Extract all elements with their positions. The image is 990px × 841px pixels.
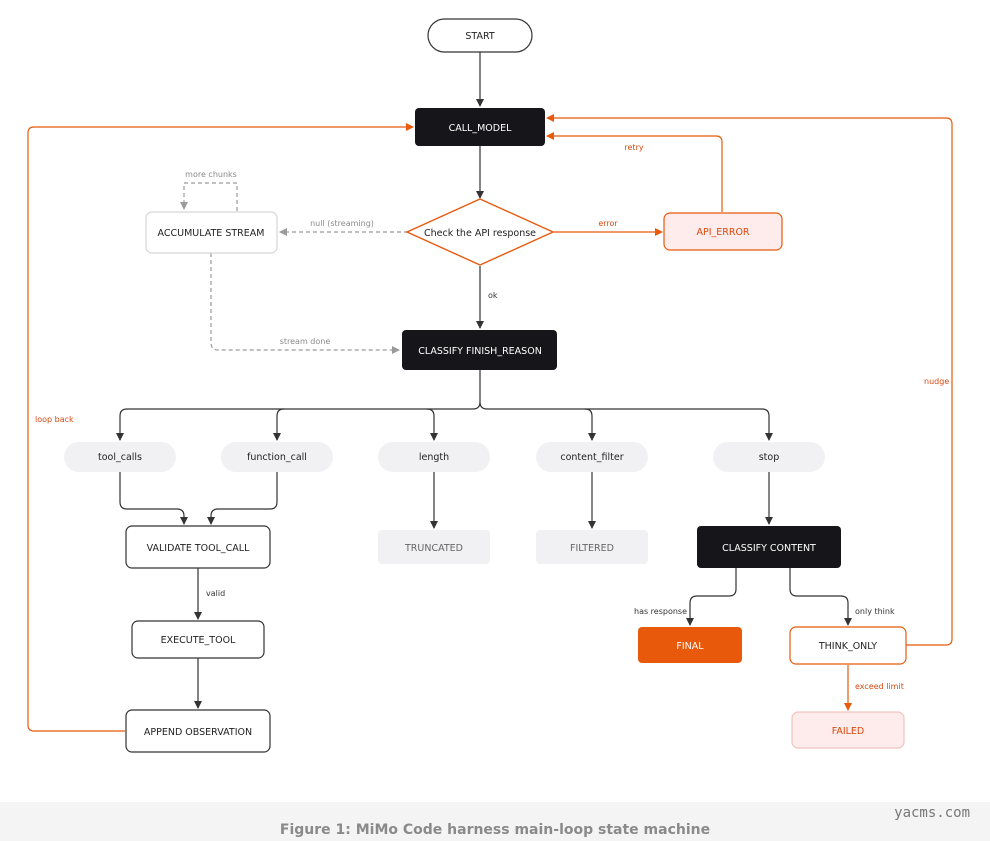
edge-nudge [546, 114, 953, 646]
node-check-api-diamond: Check the API response [405, 198, 555, 266]
edge-more-chunks-loop [180, 182, 238, 211]
label-null-streaming: null (streaming) [310, 219, 374, 228]
node-execute-tool: EXECUTE_TOOL [131, 620, 265, 659]
node-stop: stop [713, 442, 825, 472]
edge-function-call-validate [207, 472, 278, 525]
node-api-error-label: API_ERROR [696, 227, 749, 238]
edge-fan-content-filter [584, 408, 596, 441]
node-filtered-label: FILTERED [570, 543, 614, 554]
node-function-call-label: function_call [247, 452, 307, 463]
edge-has-response [686, 568, 737, 626]
node-function-call: function_call [221, 442, 333, 472]
node-final: FINAL [638, 627, 742, 663]
node-failed-label: FAILED [832, 726, 865, 737]
label-retry: retry [624, 143, 643, 152]
edge-fan-length [426, 408, 438, 441]
edge-tool-calls-validate [119, 472, 188, 525]
node-validate-tool-call: VALIDATE TOOL_CALL [125, 525, 271, 569]
label-only-think: only think [855, 607, 895, 616]
node-append-label: APPEND OBSERVATION [144, 727, 252, 738]
edge-fan-right [479, 401, 773, 441]
node-call-model-label: CALL_MODEL [449, 123, 512, 134]
edge-stream-done [210, 253, 400, 354]
watermark: yacms.com [894, 805, 970, 821]
nodes: START CALL_MODEL Check the API response … [64, 18, 907, 753]
node-start: START [427, 18, 533, 53]
label-error: error [598, 219, 618, 228]
edge-loop-back [27, 123, 414, 732]
label-valid: valid [206, 589, 225, 598]
node-final-label: FINAL [676, 641, 704, 652]
node-api-error: API_ERROR [663, 212, 783, 251]
node-classify-content-label: CLASSIFY CONTENT [722, 543, 816, 554]
node-check-api-label: Check the API response [424, 228, 536, 239]
edge-retry [546, 132, 723, 212]
edge-labels: more chunks null (streaming) error retry… [35, 143, 949, 691]
node-length: length [378, 442, 490, 472]
node-truncated: TRUNCATED [378, 530, 490, 564]
node-think-only: THINK_ONLY [789, 626, 907, 665]
label-more-chunks: more chunks [185, 170, 237, 179]
node-classify-finish-label: CLASSIFY FINISH_REASON [418, 346, 542, 357]
node-truncated-label: TRUNCATED [404, 543, 463, 554]
edge-fan-function-call [273, 408, 285, 441]
caption-bar [0, 802, 990, 841]
node-length-label: length [419, 452, 449, 463]
node-think-only-label: THINK_ONLY [818, 641, 877, 652]
label-loop-back: loop back [35, 415, 74, 424]
node-tool-calls: tool_calls [64, 442, 176, 472]
label-ok: ok [488, 291, 498, 300]
node-failed: FAILED [791, 711, 905, 749]
node-accumulate-stream: ACCUMULATE STREAM [145, 211, 278, 254]
label-nudge: nudge [924, 377, 949, 386]
label-stream-done: stream done [280, 337, 331, 346]
node-content-filter-label: content_filter [560, 452, 623, 463]
edge-fan-trunk [116, 370, 481, 441]
node-content-filter: content_filter [536, 442, 648, 472]
node-classify-content: CLASSIFY CONTENT [697, 526, 841, 568]
node-append-observation: APPEND OBSERVATION [125, 709, 271, 753]
node-start-label: START [465, 31, 495, 42]
state-machine-diagram: more chunks null (streaming) error retry… [27, 18, 953, 753]
node-validate-label: VALIDATE TOOL_CALL [147, 543, 250, 554]
node-tool-calls-label: tool_calls [98, 452, 142, 463]
node-execute-label: EXECUTE_TOOL [161, 635, 236, 646]
label-has-response: has response [634, 607, 687, 616]
node-accumulate-stream-label: ACCUMULATE STREAM [158, 228, 265, 239]
edges [27, 52, 953, 732]
label-exceed-limit: exceed limit [855, 682, 904, 691]
edge-only-think [789, 568, 852, 626]
node-filtered: FILTERED [536, 530, 648, 564]
node-call-model: CALL_MODEL [415, 108, 545, 146]
node-stop-label: stop [759, 452, 780, 463]
node-classify-finish-reason: CLASSIFY FINISH_REASON [402, 330, 557, 370]
figure-caption: Figure 1: MiMo Code harness main-loop st… [279, 822, 711, 838]
